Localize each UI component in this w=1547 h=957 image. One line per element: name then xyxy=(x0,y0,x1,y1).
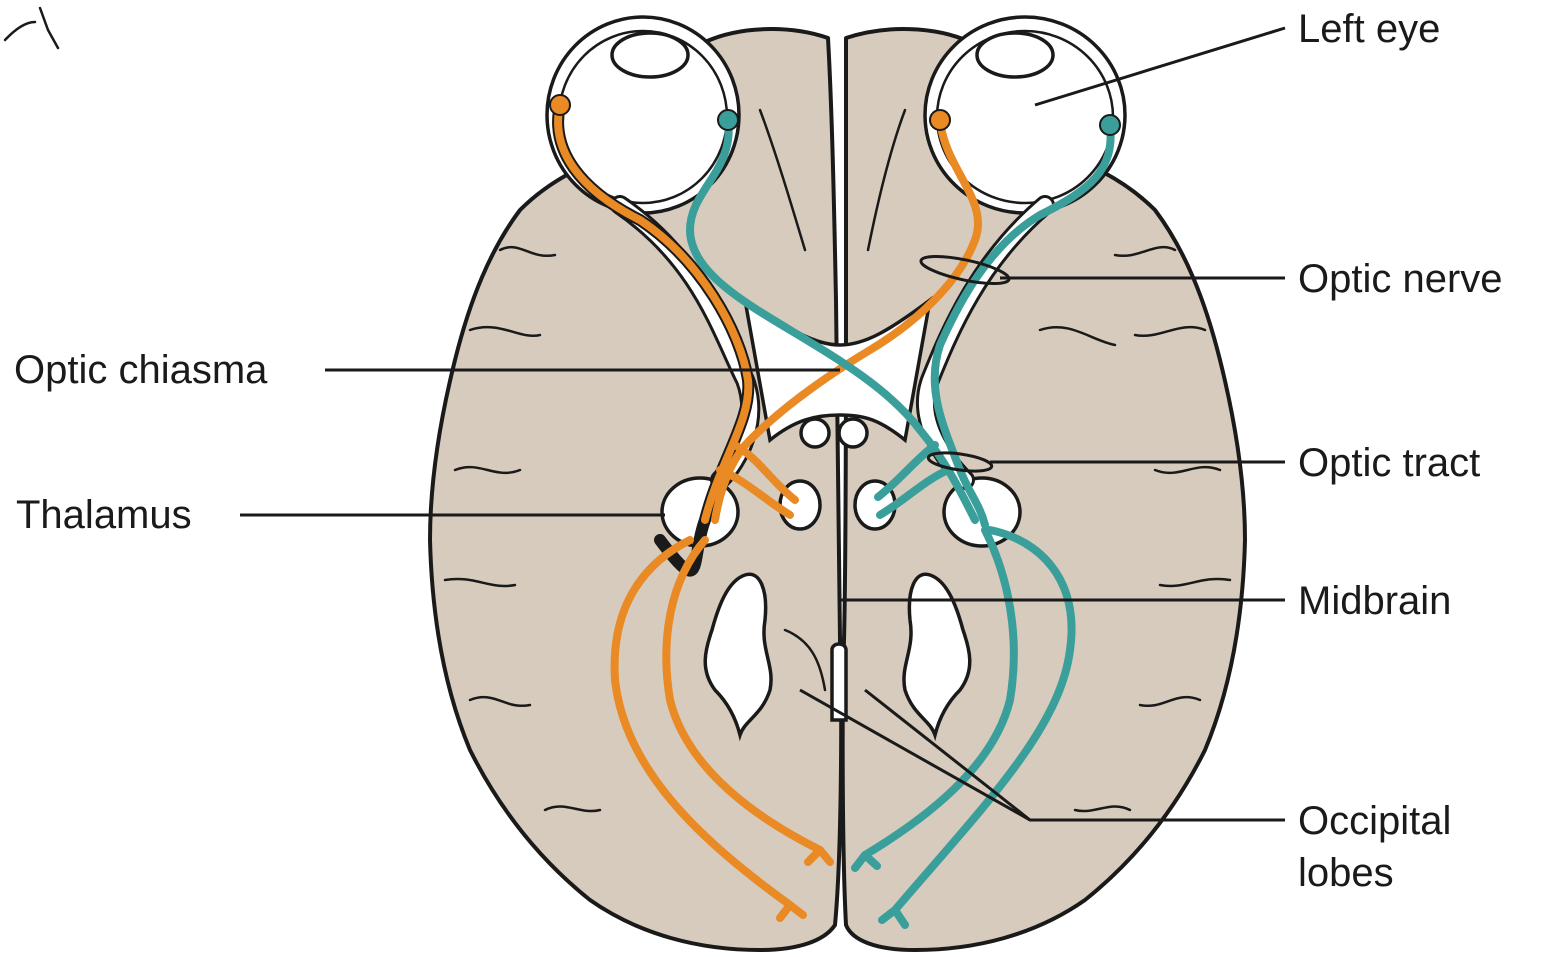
corner-sketch-mark xyxy=(5,8,58,48)
label-occipital-lobes-line1: Occipital xyxy=(1298,799,1451,843)
brain xyxy=(430,29,1245,950)
teal-retina-dot xyxy=(718,110,738,130)
label-left-eye: Left eye xyxy=(1298,7,1440,51)
mammillary-body xyxy=(839,419,867,447)
teal-retina-dot xyxy=(1100,115,1120,135)
label-optic-nerve: Optic nerve xyxy=(1298,257,1503,301)
label-optic-chiasma: Optic chiasma xyxy=(14,348,268,392)
label-thalamus: Thalamus xyxy=(16,493,192,537)
label-optic-tract: Optic tract xyxy=(1298,441,1480,485)
label-occipital-lobes-line2: lobes xyxy=(1298,851,1394,895)
mammillary-body xyxy=(801,419,829,447)
label-midbrain: Midbrain xyxy=(1298,579,1451,623)
orange-retina-dot xyxy=(550,95,570,115)
orange-retina-dot xyxy=(930,110,950,130)
